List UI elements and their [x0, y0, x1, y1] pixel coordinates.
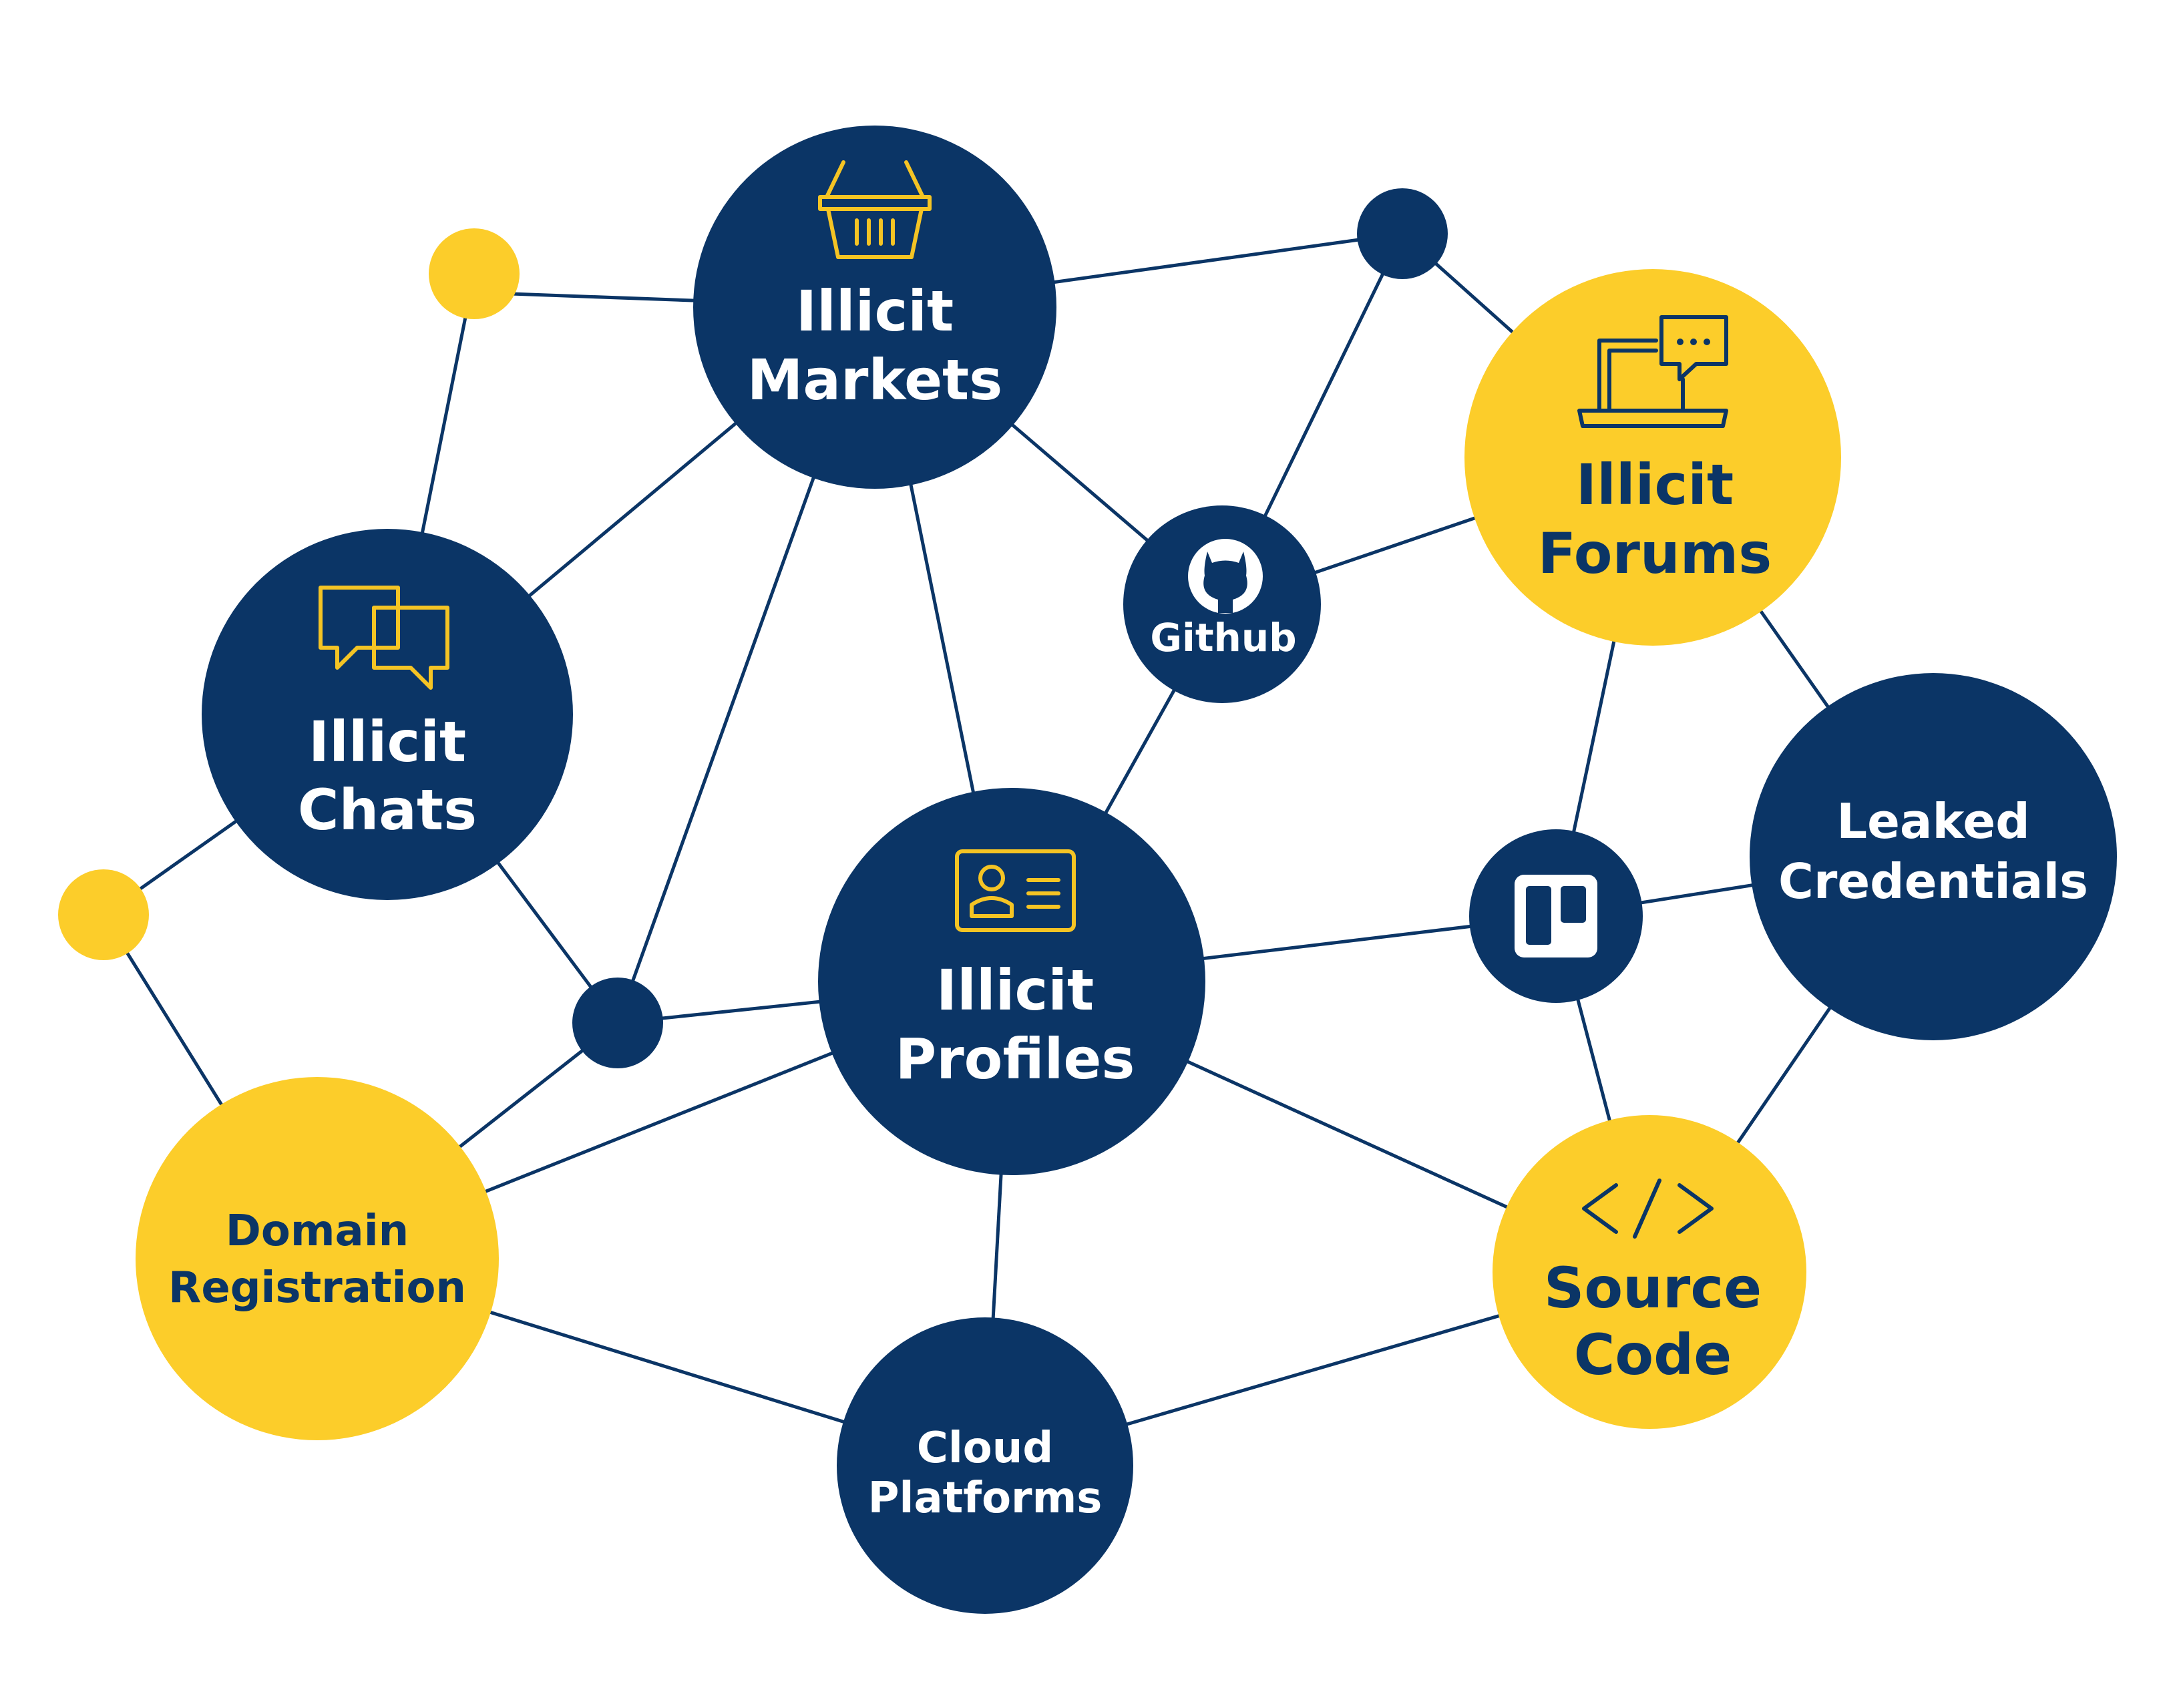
node-leaked-credentials: Leaked Credentials — [1750, 673, 2117, 1040]
dot-yellow-top — [429, 228, 520, 319]
node-illicit-profiles-line2: Profiles — [896, 1026, 1135, 1092]
node-illicit-profiles: Illicit Profiles — [818, 788, 1205, 1175]
basket-icon — [818, 160, 932, 259]
dot-navy-top — [1357, 188, 1448, 279]
node-cloud-platforms-line2: Platforms — [868, 1474, 1103, 1523]
node-illicit-markets-line2: Markets — [747, 347, 1002, 413]
chat-bubbles-icon — [319, 586, 449, 690]
node-github: Github — [1123, 505, 1321, 703]
node-domain-registration-line2: Registration — [168, 1263, 466, 1313]
node-domain-registration: Domain Registration — [136, 1077, 499, 1440]
node-trello — [1469, 829, 1643, 1003]
node-cloud-platforms: Cloud Platforms — [837, 1317, 1133, 1614]
node-leaked-credentials-line1: Leaked — [1836, 793, 2030, 849]
dot-navy-center — [572, 978, 663, 1068]
node-illicit-profiles-line1: Illicit — [936, 957, 1094, 1023]
node-illicit-forums-line1: Illicit — [1576, 452, 1734, 517]
node-illicit-markets: Illicit Markets — [693, 126, 1056, 489]
trello-icon — [1515, 875, 1597, 957]
node-illicit-chats: Illicit Chats — [202, 529, 573, 900]
node-source-code-line1: Source — [1544, 1255, 1762, 1321]
node-illicit-forums-line2: Forums — [1538, 521, 1772, 586]
node-source-code-line2: Code — [1574, 1322, 1732, 1387]
node-cloud-platforms-line1: Cloud — [917, 1424, 1053, 1473]
id-card-icon — [955, 849, 1076, 932]
node-github-label: Github — [1150, 615, 1296, 660]
edge-dot-yellow-top-chats — [412, 273, 476, 575]
node-leaked-credentials-line2: Credentials — [1778, 853, 2088, 909]
node-domain-registration-line1: Domain — [226, 1207, 409, 1256]
node-illicit-chats-line1: Illicit — [309, 709, 466, 775]
code-brackets-icon — [1582, 1179, 1714, 1239]
github-icon — [1188, 539, 1263, 614]
node-source-code: Source Code — [1493, 1115, 1806, 1429]
node-illicit-forums: Illicit Forums — [1464, 269, 1841, 646]
node-illicit-chats-line2: Chats — [298, 777, 477, 843]
dot-yellow-left — [58, 869, 149, 960]
laptop-chat-icon — [1577, 315, 1728, 428]
node-illicit-markets-line1: Illicit — [796, 278, 954, 344]
